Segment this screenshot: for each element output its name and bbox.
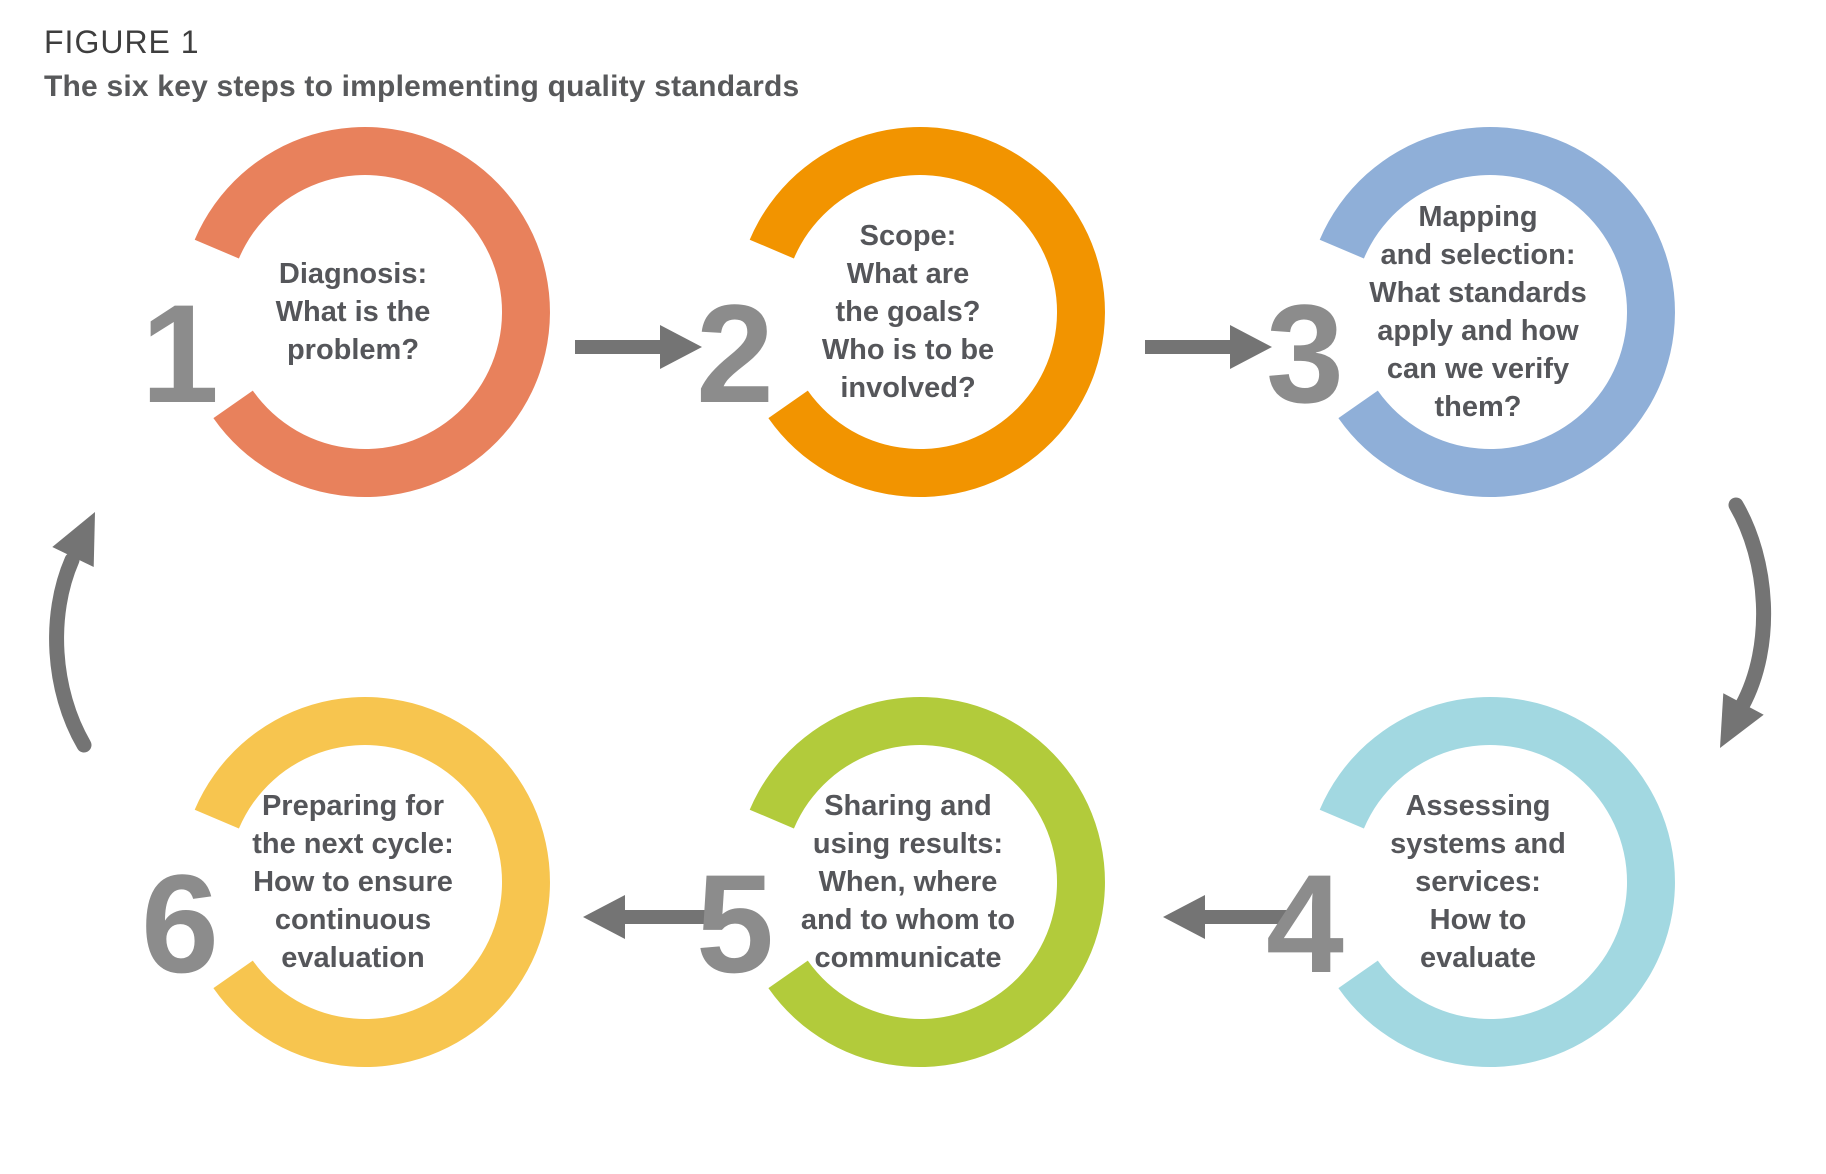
step-4-number: 4 xyxy=(1266,845,1344,1002)
step-3-number: 3 xyxy=(1266,275,1344,432)
arrow-step5-to-step6-icon xyxy=(583,895,710,939)
arrow-step1-to-step2-icon xyxy=(575,325,702,369)
step-5-label: Sharing and using results: When, where a… xyxy=(800,790,1016,974)
step-6-label: Preparing for the next cycle: How to ens… xyxy=(252,790,454,974)
figure-label: FIGURE 1 xyxy=(44,24,200,60)
step-3-label: Mapping and selection: What standards ap… xyxy=(1369,201,1587,423)
figure-title: The six key steps to implementing qualit… xyxy=(44,70,800,103)
step-1-number: 1 xyxy=(141,275,219,432)
arrow-step6-to-step1-icon xyxy=(49,512,95,753)
step-1-label: Diagnosis: What is the problem? xyxy=(275,258,431,366)
step-6-number: 6 xyxy=(141,845,219,1002)
arrow-step4-to-step5-icon xyxy=(1163,895,1290,939)
step-2-number: 2 xyxy=(696,275,774,432)
step-4-label: Assessing systems and services: How to e… xyxy=(1390,790,1566,974)
arrow-step2-to-step3-icon xyxy=(1145,325,1272,369)
arrow-step3-to-step4-icon xyxy=(1720,497,1772,748)
step-2-label: Scope: What are the goals? Who is to be … xyxy=(821,220,995,404)
step-5-number: 5 xyxy=(696,845,774,1002)
